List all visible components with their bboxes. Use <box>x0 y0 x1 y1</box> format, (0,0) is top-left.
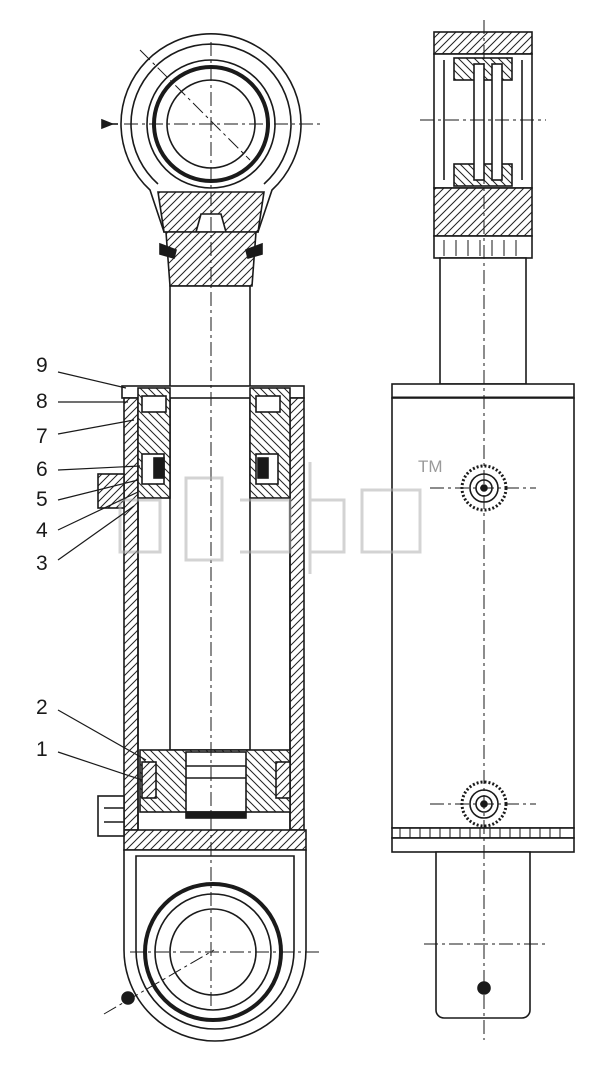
exterior-rod-end <box>433 31 533 259</box>
exterior-rod <box>439 257 527 385</box>
callout-leaders <box>57 371 147 781</box>
bottom-eye <box>121 849 307 1042</box>
callout-9: 9 <box>36 354 48 377</box>
callout-7: 7 <box>36 425 48 448</box>
callout-5: 5 <box>36 488 48 511</box>
top-rod-eye <box>101 33 302 287</box>
watermark-tm: TM <box>418 457 443 476</box>
callout-4: 4 <box>36 519 48 542</box>
piston-rod <box>169 285 251 751</box>
gland-assembly <box>97 387 291 509</box>
exterior-barrel <box>391 383 575 1019</box>
centerlines <box>103 42 320 1015</box>
callout-8: 8 <box>36 390 48 413</box>
watermark-logo <box>118 462 422 574</box>
callout-3: 3 <box>36 552 48 575</box>
exterior-view <box>391 20 575 1040</box>
callout-6: 6 <box>36 458 48 481</box>
piston <box>139 749 291 819</box>
section-view <box>97 33 320 1042</box>
bottom-cap <box>97 795 307 851</box>
exterior-centerlines <box>420 20 546 1040</box>
callout-2: 2 <box>36 696 48 719</box>
callout-1: 1 <box>36 738 48 761</box>
